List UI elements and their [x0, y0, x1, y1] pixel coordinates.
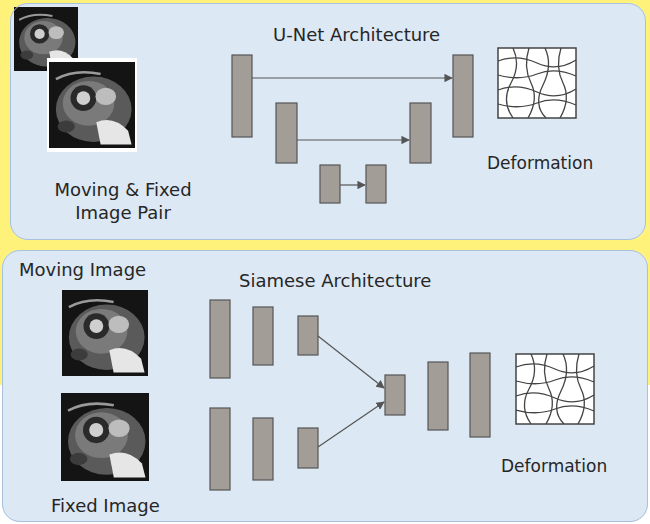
mri-image	[61, 393, 149, 481]
layer-block	[276, 103, 297, 163]
layer-block	[298, 316, 318, 355]
skip-arrow	[340, 184, 365, 185]
deformation-grid	[516, 354, 594, 424]
merge-arrow	[318, 402, 384, 447]
layer-block	[453, 55, 473, 137]
deformation-grid	[498, 48, 576, 118]
layer-block	[232, 55, 252, 137]
panel-fill	[2, 250, 648, 522]
layer-block	[210, 300, 230, 378]
input-label: Moving Image	[19, 259, 146, 282]
layer-block	[298, 428, 318, 468]
layer-block	[428, 362, 448, 430]
panel-fill	[10, 3, 646, 240]
layer-block	[320, 165, 340, 203]
layer-block	[366, 165, 386, 203]
panel-title: U-Net Architecture	[273, 24, 440, 47]
layer-block	[410, 103, 431, 163]
input-label: Moving & Fixed Image Pair	[43, 179, 203, 224]
input-label: Fixed Image	[51, 495, 160, 518]
skip-arrow	[297, 139, 409, 140]
layer-block	[470, 353, 490, 437]
mri-image	[62, 290, 148, 376]
merge-arrow	[318, 336, 384, 388]
mri-image	[49, 62, 135, 148]
image-gap	[47, 58, 137, 152]
architecture-panel: U-Net ArchitectureDeformationMoving & Fi…	[10, 3, 646, 240]
layer-block	[385, 375, 405, 415]
output-label: Deformation	[487, 153, 593, 174]
layer-block	[253, 418, 273, 480]
architecture-panel: Moving Image Siamese ArchitectureDeformat…	[2, 250, 648, 522]
layer-block	[253, 307, 273, 365]
panel-title: Siamese Architecture	[239, 270, 431, 293]
skip-arrow	[252, 77, 452, 78]
output-label: Deformation	[501, 456, 607, 477]
layer-block	[210, 408, 230, 490]
